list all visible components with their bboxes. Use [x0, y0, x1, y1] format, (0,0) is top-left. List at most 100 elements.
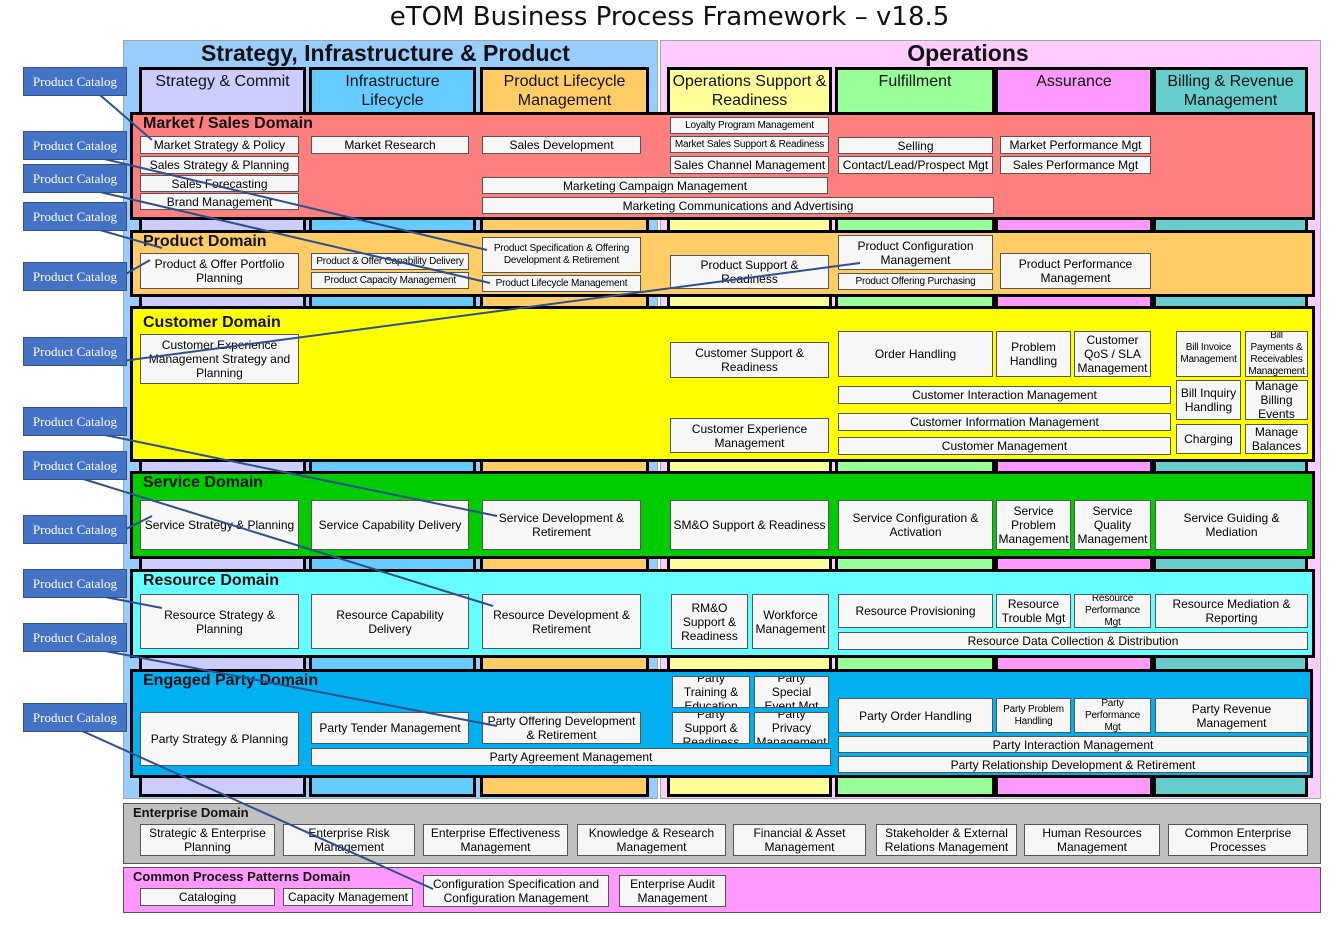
process-box: Problem Handling [996, 331, 1071, 377]
process-box: Bill Invoice Management [1176, 331, 1241, 377]
process-box: Order Handling [838, 331, 993, 377]
process-box: Marketing Communications and Advertising [482, 197, 994, 214]
process-box: Service Strategy & Planning [140, 500, 299, 550]
process-box: Service Guiding & Mediation [1155, 500, 1308, 550]
process-box: Human Resources Management [1024, 824, 1160, 856]
process-box: Customer Information Management [838, 413, 1171, 431]
process-box: Manage Balances [1245, 424, 1308, 454]
process-box: Service Configuration & Activation [838, 500, 993, 550]
process-box: Cataloging [140, 888, 275, 906]
process-box: Sales Channel Management [670, 156, 829, 174]
product-catalog-callout[interactable]: Product Catalog [23, 164, 127, 193]
process-box: Resource Mediation & Reporting [1155, 594, 1308, 628]
process-box: Common Enterprise Processes [1168, 824, 1308, 856]
product-catalog-callout[interactable]: Product Catalog [23, 623, 127, 652]
process-box: Financial & Asset Management [733, 824, 866, 856]
process-box: Resource Capability Delivery [311, 594, 469, 649]
process-box: Product & Offer Portfolio Planning [140, 253, 299, 289]
product-catalog-callout[interactable]: Product Catalog [23, 703, 127, 732]
process-box: Sales Forecasting [140, 175, 299, 192]
process-box: Market Sales Support & Readiness [670, 136, 829, 153]
process-box: Product & Offer Capability Delivery [311, 253, 469, 270]
process-box: Product Offering Purchasing [838, 273, 993, 290]
product-catalog-callout[interactable]: Product Catalog [23, 67, 127, 96]
process-box: Resource Strategy & Planning [140, 594, 299, 649]
process-box: Charging [1176, 424, 1241, 454]
process-box: Party Special Event Mgt [754, 676, 829, 708]
process-box: SM&O Support & Readiness [670, 500, 829, 550]
process-box: Workforce Management [752, 594, 829, 649]
process-box: Party Performance Mgt [1074, 698, 1151, 733]
process-box: Service Development & Retirement [482, 500, 641, 550]
process-box: Stakeholder & External Relations Managem… [876, 824, 1017, 856]
process-box: Marketing Campaign Management [482, 177, 828, 194]
market-sales-domain-title: Market / Sales Domain [143, 115, 313, 132]
process-box: Sales Strategy & Planning [140, 156, 299, 174]
process-box: Sales Development [482, 136, 641, 154]
process-box: Bill Payments & Receivables Management [1245, 331, 1308, 377]
process-box: Service Quality Management [1074, 500, 1151, 550]
process-box: Product Support & Readiness [670, 255, 829, 289]
process-box: Resource Performance Mgt [1074, 594, 1151, 628]
process-box: Party Problem Handling [996, 698, 1071, 733]
product-catalog-callout[interactable]: Product Catalog [23, 337, 127, 366]
product-catalog-callout[interactable]: Product Catalog [23, 131, 127, 160]
page-title: eTOM Business Process Framework – v18.5 [389, 2, 950, 32]
resource-domain-title: Resource Domain [143, 572, 280, 589]
process-box: Party Revenue Management [1155, 698, 1308, 733]
process-box: Contact/Lead/Prospect Mgt [838, 156, 993, 174]
process-box: Party Training & Education [672, 676, 750, 708]
process-box: Service Capability Delivery [311, 500, 469, 550]
process-box: Brand Management [140, 193, 299, 210]
product-catalog-callout[interactable]: Product Catalog [23, 407, 127, 436]
process-box: Product Performance Management [1000, 253, 1151, 289]
process-box: Party Order Handling [838, 698, 993, 733]
process-box: Customer Experience Management [670, 418, 829, 453]
process-box: Party Offering Development & Retirement [482, 712, 641, 744]
process-box: Party Privacy Management [754, 712, 829, 744]
process-box: Product Specification & Offering Develop… [482, 237, 641, 273]
sip-panel-title: Strategy, Infrastructure & Product [201, 40, 570, 66]
process-box: Party Agreement Management [311, 748, 831, 766]
process-box: Bill Inquiry Handling [1176, 380, 1241, 420]
product-catalog-callout[interactable]: Product Catalog [23, 515, 127, 544]
process-box: Party Relationship Development & Retirem… [838, 756, 1308, 773]
product-catalog-callout[interactable]: Product Catalog [23, 202, 127, 231]
process-box: Party Support & Readiness [672, 712, 750, 744]
product-domain-title: Product Domain [143, 233, 267, 250]
process-box: Sales Performance Mgt [1000, 156, 1151, 174]
process-box: Enterprise Effectiveness Management [423, 824, 568, 856]
process-box: Resource Provisioning [838, 594, 993, 628]
process-box: Capacity Management [283, 888, 413, 906]
customer-domain-title: Customer Domain [143, 314, 281, 331]
process-box: Market Strategy & Policy [140, 136, 299, 154]
process-box: Customer Management [838, 437, 1171, 455]
process-box: Customer Experience Management Strategy … [140, 334, 299, 384]
process-box: Knowledge & Research Management [577, 824, 726, 856]
process-box: Product Configuration Management [838, 235, 993, 270]
process-box: Market Performance Mgt [1000, 136, 1151, 154]
process-box: Configuration Specification and Configur… [423, 875, 609, 907]
process-box: Customer Interaction Management [838, 386, 1171, 404]
process-box: Product Lifecycle Management [482, 275, 641, 292]
product-catalog-callout[interactable]: Product Catalog [23, 262, 127, 291]
process-box: Product Capacity Management [311, 272, 469, 289]
process-box: Customer Support & Readiness [670, 342, 829, 378]
product-catalog-callout[interactable]: Product Catalog [23, 569, 127, 598]
process-box: Strategic & Enterprise Planning [140, 824, 275, 856]
service-domain-title: Service Domain [143, 474, 264, 491]
ops-panel-title: Operations [907, 40, 1029, 66]
process-box: Loyalty Program Management [670, 117, 829, 134]
engaged-party-domain-title: Engaged Party Domain [143, 672, 319, 689]
process-box: Party Tender Management [311, 712, 469, 744]
common-process-patterns-title: Common Process Patterns Domain [133, 869, 351, 884]
process-box: Resource Trouble Mgt [996, 594, 1071, 628]
process-box: Service Problem Management [996, 500, 1071, 550]
process-box: Customer QoS / SLA Management [1074, 331, 1151, 377]
process-box: Enterprise Audit Management [619, 875, 726, 907]
process-box: Party Strategy & Planning [140, 712, 299, 766]
product-catalog-callout[interactable]: Product Catalog [23, 451, 127, 480]
process-box: Party Interaction Management [838, 736, 1308, 753]
process-box: Resource Data Collection & Distribution [838, 632, 1308, 650]
process-box: RM&O Support & Readiness [671, 594, 748, 649]
